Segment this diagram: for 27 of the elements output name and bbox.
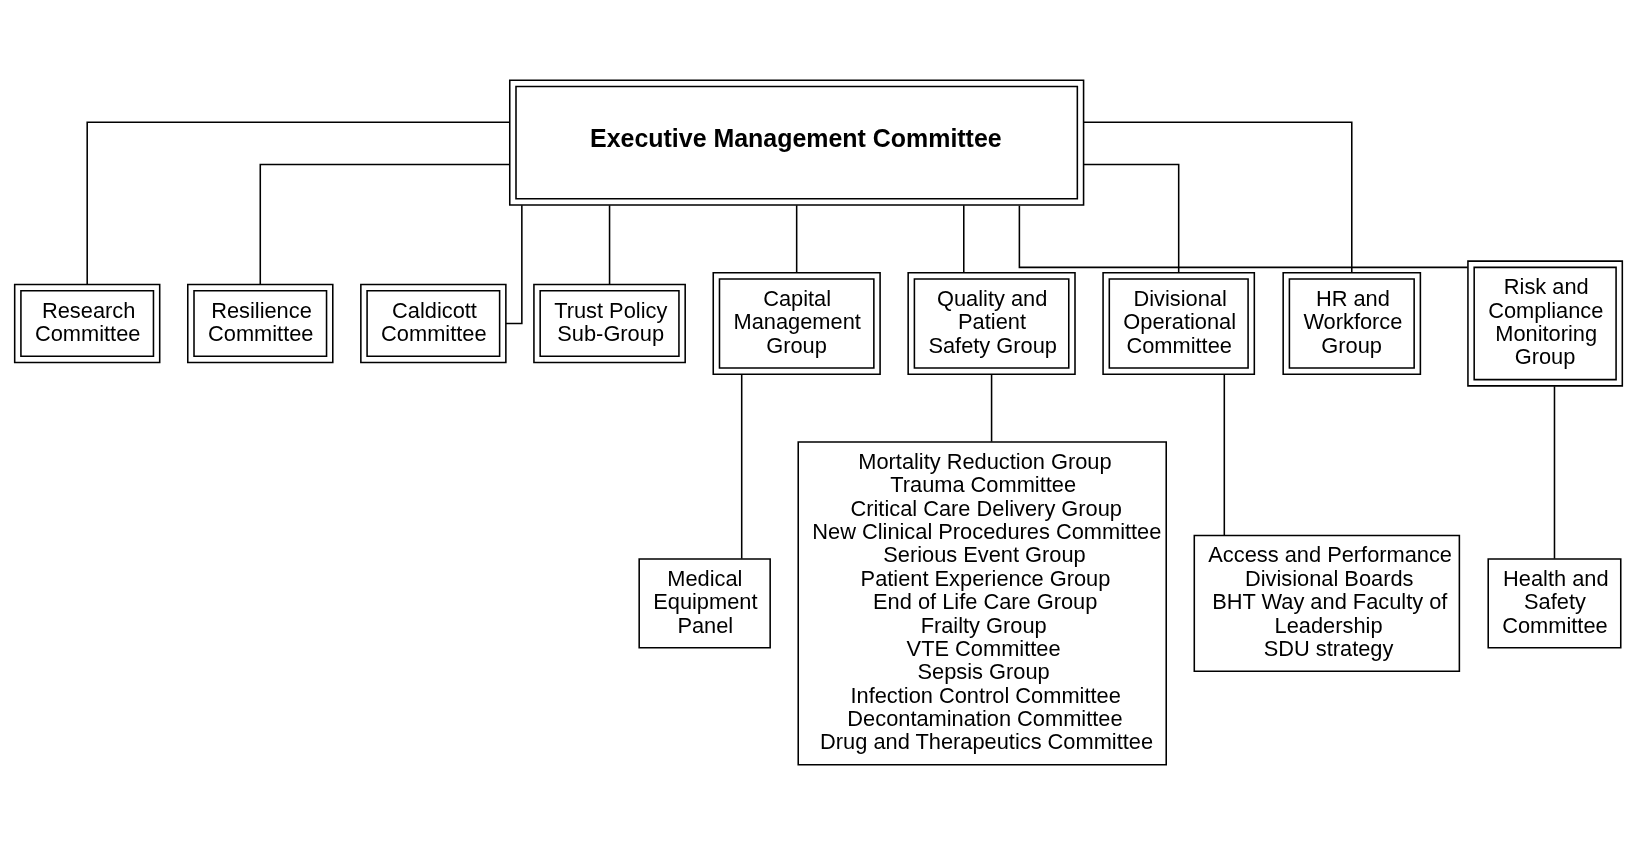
connector [1083,163,1180,273]
node-box: HR and Workforce Group [1282,271,1422,375]
node-box: Capital Management Group [712,271,881,375]
node-box: Divisional Operational Committee [1102,271,1256,375]
node-box: Mortality Reduction Group Trauma Committee Critical Care Delivery Group New Clinical Procedures Committee Serious Event Group Patient Experience Group End of Life Care Group Frailty Group VTE Committee Sepsis Group Infection Control Committee Decontamination Committee Drug and Therapeutics Committee [797,440,1167,766]
node-box: Trust Policy Sub-Group [533,283,686,363]
connector [990,372,993,442]
connector [1083,121,1353,273]
connector [86,121,511,285]
node-box: Access and Performance Divisional Boards BHT Way and Faculty of Leadership SDU strategy [1193,534,1461,672]
connector [1553,385,1556,559]
node-box: Medical Equipment Panel [638,557,771,649]
node-box: Executive Management Committee [509,78,1085,206]
node-box: Quality and Patient Safety Group [907,271,1076,375]
connector [259,163,511,285]
connector [795,204,798,274]
connector [505,204,523,324]
node-box: Risk and Compliance Monitoring Group [1467,259,1624,387]
connector [1018,204,1469,268]
connector [963,204,965,274]
node-box: Research Committee [13,283,161,363]
node-box: Caldicott Committee [360,283,507,363]
connector [740,372,743,559]
connector [1223,372,1226,536]
connector [608,204,611,285]
node-box: Resilience Committee [187,283,334,363]
node-box: Health and Safety Committee [1487,557,1622,649]
